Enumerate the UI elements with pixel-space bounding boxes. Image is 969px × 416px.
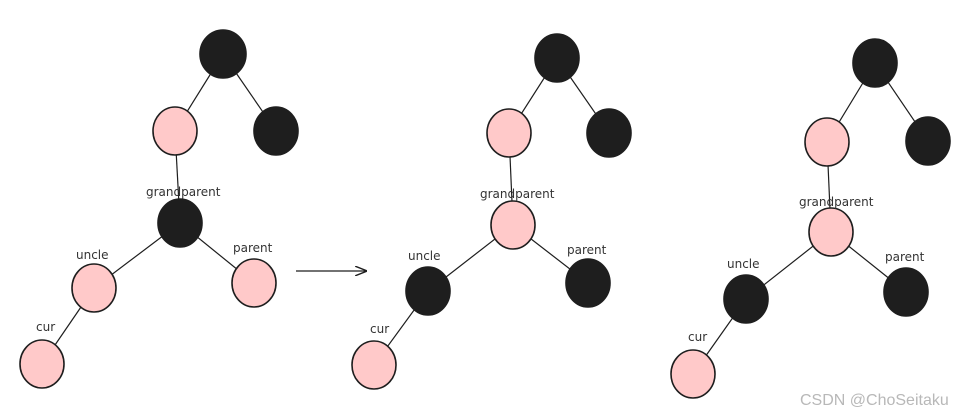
tree-3: grandparent uncle parent cur [670,38,951,399]
tree-2: grandparent uncle parent cur [351,33,632,390]
node-grandparent-black [157,198,203,248]
label-grandparent: grandparent [480,187,555,201]
node-root-left-red [152,106,198,156]
trees-group: grandparent uncle parent cur grandparent uncl… [19,29,951,399]
label-cur: cur [370,322,389,336]
label-parent: parent [567,243,607,257]
node-parent-black [883,267,929,317]
node-root-black [199,29,247,79]
node-root-right-black [586,108,632,158]
node-parent-black [565,258,611,308]
node-cur-red [670,349,716,399]
node-cur-red [19,339,65,389]
label-uncle: uncle [76,248,109,262]
label-cur: cur [688,330,707,344]
node-cur-red [351,340,397,390]
label-grandparent: grandparent [146,185,221,199]
label-grandparent: grandparent [799,195,874,209]
label-cur: cur [36,320,55,334]
node-root-left-red [486,108,532,158]
node-uncle-red [71,263,117,313]
node-uncle-black [405,266,451,316]
node-parent-red [231,258,277,308]
node-root-black [852,38,898,88]
label-uncle: uncle [408,249,441,263]
label-uncle: uncle [727,257,760,271]
node-root-right-black [905,116,951,166]
tree-1: grandparent uncle parent cur [19,29,299,389]
node-root-left-red [804,117,850,167]
node-root-right-black [253,106,299,156]
node-uncle-black [723,274,769,324]
node-grandparent-red [808,207,854,257]
node-root-black [534,33,580,83]
watermark: CSDN @ChoSeitaku [800,392,949,409]
node-grandparent-red [490,200,536,250]
label-parent: parent [233,241,273,255]
label-parent: parent [885,250,925,264]
